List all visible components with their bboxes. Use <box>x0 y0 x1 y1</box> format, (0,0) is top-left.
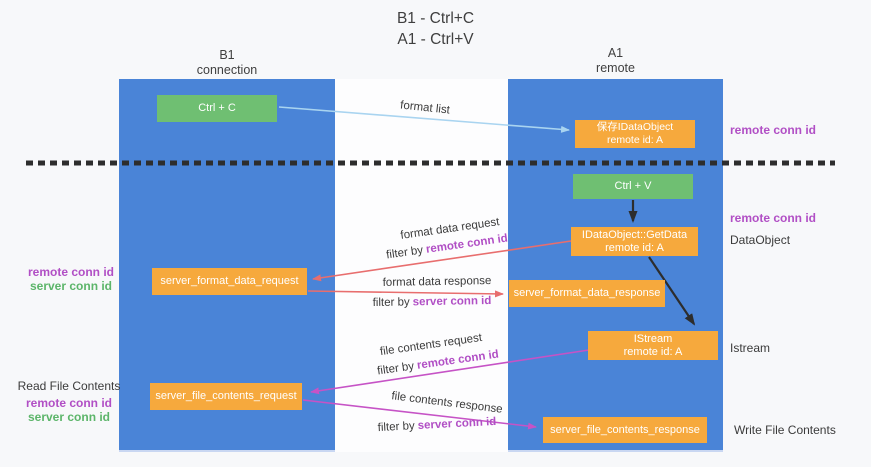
save-dataobject-line1: 保存IDataObject <box>596 121 674 133</box>
left-column-name: B1 <box>219 48 235 62</box>
server-format-data-request-box: server_format_data_request <box>152 268 307 295</box>
save-dataobject-box: 保存IDataObject remote id: A <box>575 120 695 148</box>
ctrl-v-box: Ctrl + V <box>573 174 693 199</box>
left-column-header: B1 connection <box>119 48 335 78</box>
server-file-contents-response-box: server_file_contents_response <box>543 417 707 443</box>
server-format-data-response-box: server_format_data_response <box>509 280 665 307</box>
left-remote-conn-id-label-2: remote conn id <box>25 396 112 410</box>
right-remote-conn-id-label-1: remote conn id <box>730 123 817 137</box>
idataobject-getdata-box: IDataObject::GetData remote id: A <box>571 227 698 256</box>
left-server-conn-id-label-1: server conn id <box>29 279 113 293</box>
server-file-contents-response-label: server_file_contents_response <box>550 423 700 436</box>
server-format-data-request-label: server_format_data_request <box>160 275 299 287</box>
right-remote-conn-id-label-2: remote conn id <box>730 211 817 225</box>
istream-box: IStream remote id: A <box>588 331 718 360</box>
title-line-1: B1 - Ctrl+C <box>396 10 475 27</box>
filter-by-prefix: filter by <box>377 420 416 435</box>
save-dataobject-line2: remote id: A <box>606 134 664 146</box>
left-conn-id-group-bottom: Read File Contents remote conn id server… <box>14 379 124 424</box>
filter-by-prefix: filter by <box>372 296 410 310</box>
left-conn-id-group-top: remote conn id server conn id <box>19 265 123 293</box>
server-conn-id-text: server conn id <box>412 294 492 309</box>
getdata-line2: remote id: A <box>605 241 664 254</box>
server-file-contents-request-box: server_file_contents_request <box>150 383 302 410</box>
ctrl-c-box: Ctrl + C <box>157 95 277 122</box>
left-server-conn-id-label-2: server conn id <box>27 410 111 424</box>
write-file-contents-label: Write File Contents <box>734 423 836 437</box>
getdata-line1: IDataObject::GetData <box>581 228 688 241</box>
left-remote-conn-id-label-1: remote conn id <box>27 265 114 279</box>
diagram-title: B1 - Ctrl+C A1 - Ctrl+V <box>0 8 871 50</box>
istream-line2: remote id: A <box>623 345 683 358</box>
right-column-name: A1 <box>607 46 624 60</box>
istream-line1: IStream <box>633 332 673 345</box>
read-file-contents-label: Read File Contents <box>17 379 121 393</box>
right-column-header: A1 remote <box>508 46 723 76</box>
format-data-response-label: format data response <box>382 275 492 289</box>
title-line-2: A1 - Ctrl+V <box>397 31 474 48</box>
ctrl-c-label: Ctrl + C <box>198 102 236 114</box>
istream-side-label: Istream <box>730 341 771 355</box>
left-column-role: connection <box>196 63 258 77</box>
dataobject-label: DataObject <box>730 233 791 247</box>
ctrl-v-label: Ctrl + V <box>614 180 652 192</box>
server-file-contents-request-label: server_file_contents_request <box>155 390 297 402</box>
right-column-role: remote <box>596 61 635 75</box>
server-format-data-response-label: server_format_data_response <box>513 287 661 299</box>
